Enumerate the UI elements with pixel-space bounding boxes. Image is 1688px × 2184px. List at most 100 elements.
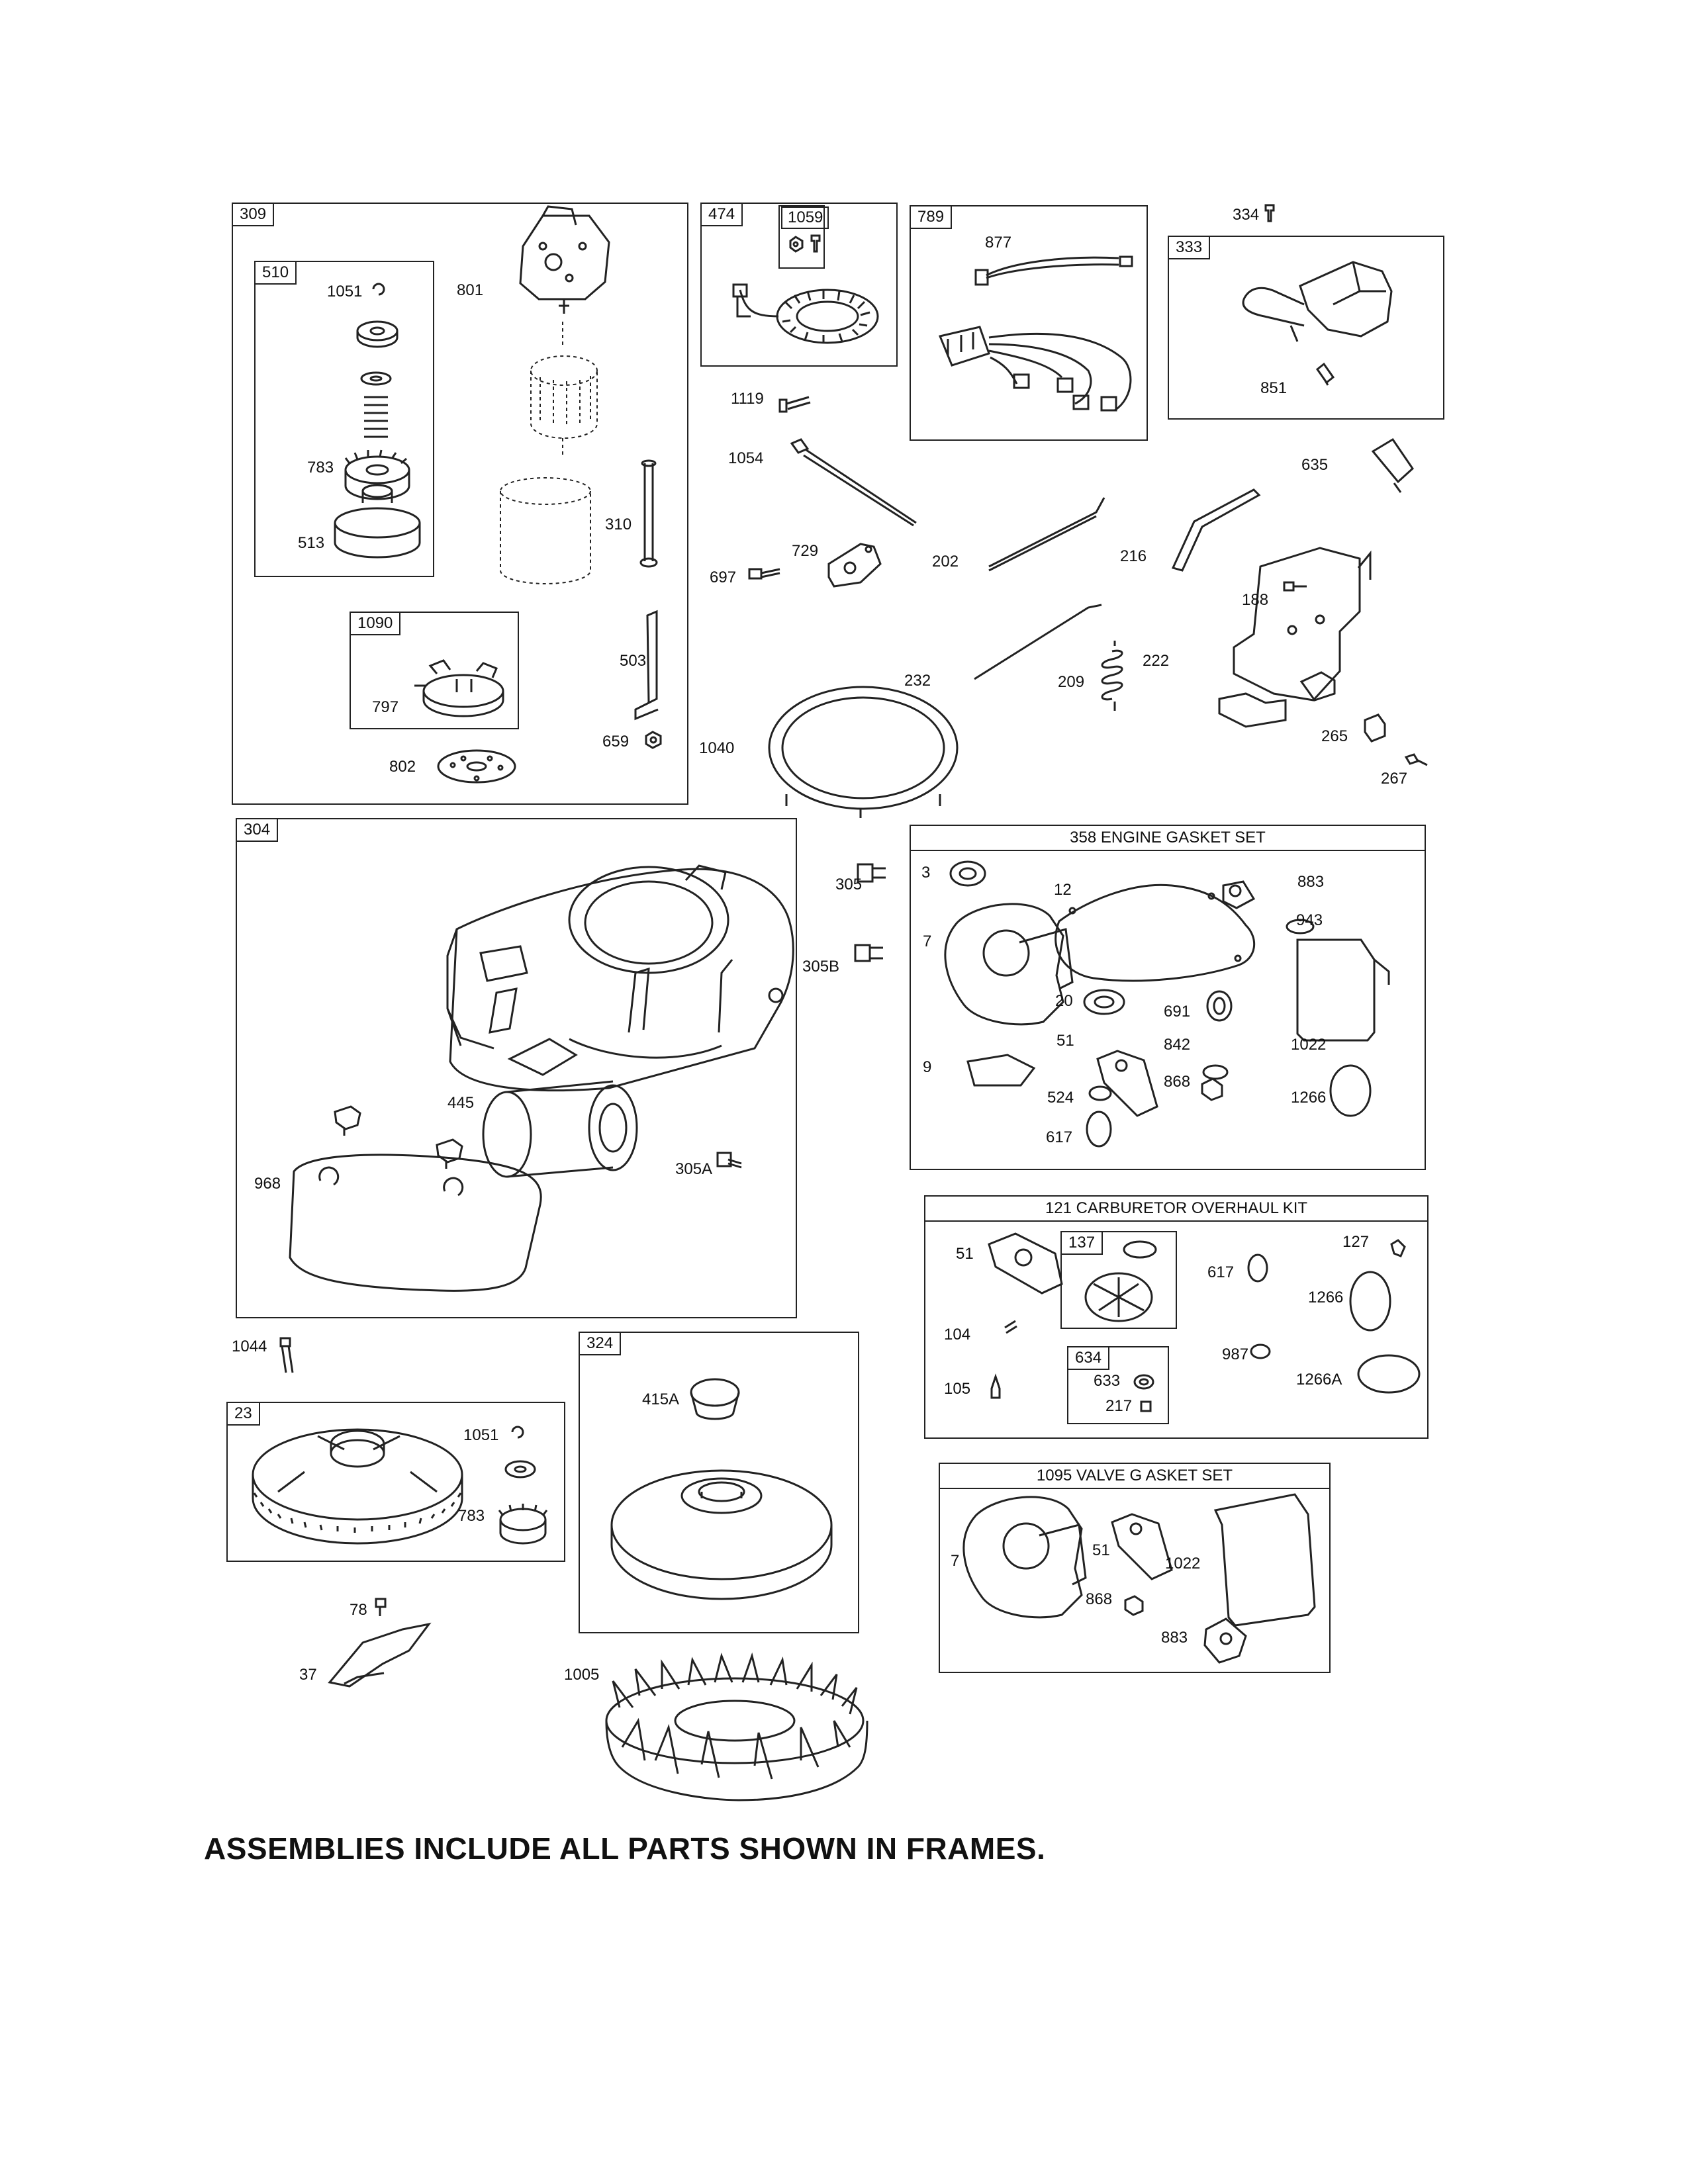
part-label-305: 305 [835, 876, 863, 893]
gasket-label-868: 868 [1164, 1073, 1191, 1091]
part-label-513: 513 [298, 534, 325, 552]
part-label-1054: 1054 [728, 449, 764, 467]
frame-tag-1090: 1090 [351, 613, 401, 635]
part-label-697: 697 [710, 569, 737, 586]
frame-tag-634: 634 [1068, 1347, 1110, 1370]
gasket-label-883: 883 [1297, 873, 1325, 891]
carb-label-987: 987 [1222, 1345, 1249, 1363]
valve-gasket-label-51: 51 [1092, 1541, 1110, 1559]
gasket-label-9: 9 [923, 1058, 932, 1076]
gasket-label-943: 943 [1296, 911, 1323, 929]
frame-tag-324: 324 [580, 1333, 622, 1355]
frame-tag-309: 309 [233, 204, 275, 226]
part-label-37: 37 [299, 1666, 317, 1684]
part-label-267: 267 [1381, 770, 1408, 788]
gasket-label-3: 3 [921, 864, 931, 882]
frame-634: 634 [1067, 1346, 1169, 1424]
part-label-851: 851 [1260, 379, 1288, 397]
gasket-label-7: 7 [923, 933, 932, 950]
frame-1090: 1090 [350, 612, 519, 729]
part-label-188: 188 [1242, 591, 1269, 609]
frame-tag-333: 333 [1169, 237, 1211, 259]
frame-121-carburetor-overhaul-kit: 121 CARBURETOR OVERHAUL KIT [924, 1195, 1429, 1439]
part-label-1005: 1005 [564, 1666, 600, 1684]
assemblies-note: ASSEMBLIES INCLUDE ALL PARTS SHOWN IN FR… [204, 1831, 1046, 1866]
part-label-968: 968 [254, 1175, 281, 1193]
carb-label-633: 633 [1094, 1372, 1121, 1390]
valve-gasket-label-7: 7 [951, 1552, 960, 1570]
frame-tag-23: 23 [228, 1403, 260, 1426]
carb-label-217: 217 [1105, 1397, 1133, 1415]
frame-358-engine-gasket-set: 358 ENGINE GASKET SET [910, 825, 1426, 1170]
valve-gasket-label-868: 868 [1086, 1590, 1113, 1608]
part-label-783-flywheel: 783 [458, 1507, 485, 1525]
part-label-797: 797 [372, 698, 399, 716]
gasket-label-20: 20 [1055, 992, 1073, 1010]
part-label-1119: 1119 [731, 390, 764, 408]
valve-gasket-label-883: 883 [1161, 1629, 1188, 1647]
frame-1059 [778, 205, 825, 269]
frame-137: 137 [1060, 1231, 1177, 1329]
frame-304: 304 [236, 818, 797, 1318]
carb-label-1266: 1266 [1308, 1289, 1344, 1306]
part-label-1040: 1040 [699, 739, 735, 757]
gasket-label-51: 51 [1056, 1032, 1074, 1050]
frame-23: 23 [226, 1402, 565, 1562]
part-label-305A: 305A [675, 1160, 713, 1178]
frame-tag-137: 137 [1062, 1232, 1103, 1255]
part-label-1051: 1051 [327, 283, 363, 300]
frame-510: 510 [254, 261, 434, 577]
frame-474: 474 [700, 203, 898, 367]
gasket-label-1266: 1266 [1291, 1089, 1327, 1107]
part-label-635: 635 [1301, 456, 1329, 474]
gasket-label-617: 617 [1046, 1128, 1073, 1146]
part-label-729: 729 [792, 542, 819, 560]
part-label-445: 445 [447, 1094, 475, 1112]
gasket-label-691: 691 [1164, 1003, 1191, 1021]
carb-label-105: 105 [944, 1380, 971, 1398]
carb-label-617: 617 [1207, 1263, 1235, 1281]
gasket-label-1022: 1022 [1291, 1036, 1327, 1054]
part-label-216: 216 [1120, 547, 1147, 565]
gasket-label-842: 842 [1164, 1036, 1191, 1054]
part-label-801: 801 [457, 281, 484, 299]
gasket-label-12: 12 [1054, 881, 1072, 899]
part-label-209: 209 [1058, 673, 1085, 691]
frame-tag-510: 510 [256, 262, 297, 285]
part-label-659: 659 [602, 733, 630, 751]
gasket-label-524: 524 [1047, 1089, 1074, 1107]
part-label-1044: 1044 [232, 1338, 267, 1355]
frame-789: 789 [910, 205, 1148, 441]
frame-324: 324 [579, 1332, 859, 1633]
part-label-503: 503 [620, 652, 647, 670]
part-label-222: 222 [1143, 652, 1170, 670]
part-label-202: 202 [932, 553, 959, 570]
frame-1095-valve-gasket-set: 1095 VALVE G ASKET SET [939, 1463, 1331, 1673]
frame-title-358: 358 ENGINE GASKET SET [911, 826, 1425, 851]
part-label-1051-flywheel: 1051 [463, 1426, 499, 1444]
frame-tag-304: 304 [237, 819, 279, 842]
part-label-78: 78 [350, 1601, 367, 1619]
frame-title-121: 121 CARBURETOR OVERHAUL KIT [925, 1197, 1427, 1222]
frame-tag-474: 474 [702, 204, 743, 226]
part-label-415A: 415A [642, 1390, 680, 1408]
part-label-783: 783 [307, 459, 334, 477]
carb-label-127: 127 [1342, 1233, 1370, 1251]
frame-333: 333 [1168, 236, 1444, 420]
frame-tag-789: 789 [911, 206, 953, 229]
part-label-802: 802 [389, 758, 416, 776]
frame-309: 309 [232, 203, 688, 805]
